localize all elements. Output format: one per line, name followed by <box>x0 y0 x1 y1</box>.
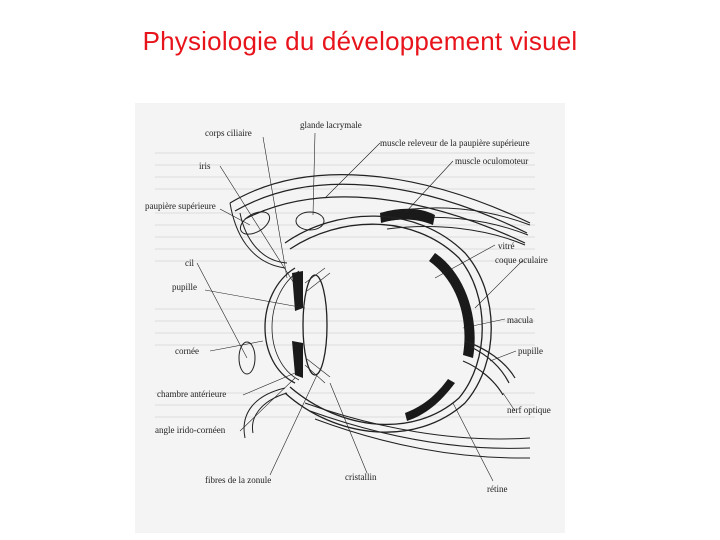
zonule-fibers <box>304 267 331 384</box>
optic-nerve <box>462 340 516 396</box>
choroid-shell <box>429 253 475 358</box>
label-cristallin: cristallin <box>345 472 377 482</box>
label-glande-lacrymale: glande lacrymale <box>300 120 362 130</box>
globe <box>284 215 492 433</box>
label-iris: iris <box>199 161 211 171</box>
choroid-shell-lower <box>405 379 455 421</box>
lens <box>302 274 328 376</box>
label-muscle-releveur: muscle releveur de la paupière supérieur… <box>380 138 530 148</box>
eye-anatomy-figure: corps ciliaire glande lacrymale muscle r… <box>135 103 565 533</box>
muscle-dark-band <box>380 208 435 225</box>
label-paupiere-superieure: paupière supérieure <box>145 201 216 211</box>
scan-background-lines <box>155 152 535 418</box>
label-cornee: cornée <box>175 346 199 356</box>
label-pupille-left: pupille <box>172 282 197 292</box>
iris-lower <box>292 341 303 378</box>
label-corps-ciliaire: corps ciliaire <box>205 128 252 138</box>
label-muscle-oculomoteur: muscle oculomoteur <box>455 156 528 166</box>
label-nerf-optique: nerf optique <box>507 405 551 415</box>
upper-eyelid <box>229 202 288 269</box>
inferior-muscle <box>304 402 531 459</box>
lacrimal-gland <box>295 211 325 231</box>
label-macula: macula <box>507 315 533 325</box>
label-pupille-right: pupille <box>518 346 543 356</box>
label-cil: cil <box>185 258 194 268</box>
slide-title: Physiologie du développement visuel <box>142 26 578 56</box>
levator-muscle <box>229 174 531 244</box>
iris-upper <box>292 271 303 311</box>
label-fibres-zonule: fibres de la zonule <box>205 475 271 485</box>
label-coque-oculaire: coque oculaire <box>495 255 548 265</box>
lower-eyelid <box>238 341 288 439</box>
cornea <box>264 267 296 384</box>
eye-anatomy-diagram: corps ciliaire glande lacrymale muscle r… <box>145 120 551 494</box>
label-vitre: vitré <box>498 241 515 251</box>
label-angle-irido-corneen: angle irido-cornéen <box>155 425 226 435</box>
label-retine: rétine <box>487 484 508 494</box>
leader-lines <box>196 132 523 482</box>
label-chambre-anterieure: chambre antérieure <box>157 389 226 399</box>
cornea-inner <box>271 270 300 381</box>
